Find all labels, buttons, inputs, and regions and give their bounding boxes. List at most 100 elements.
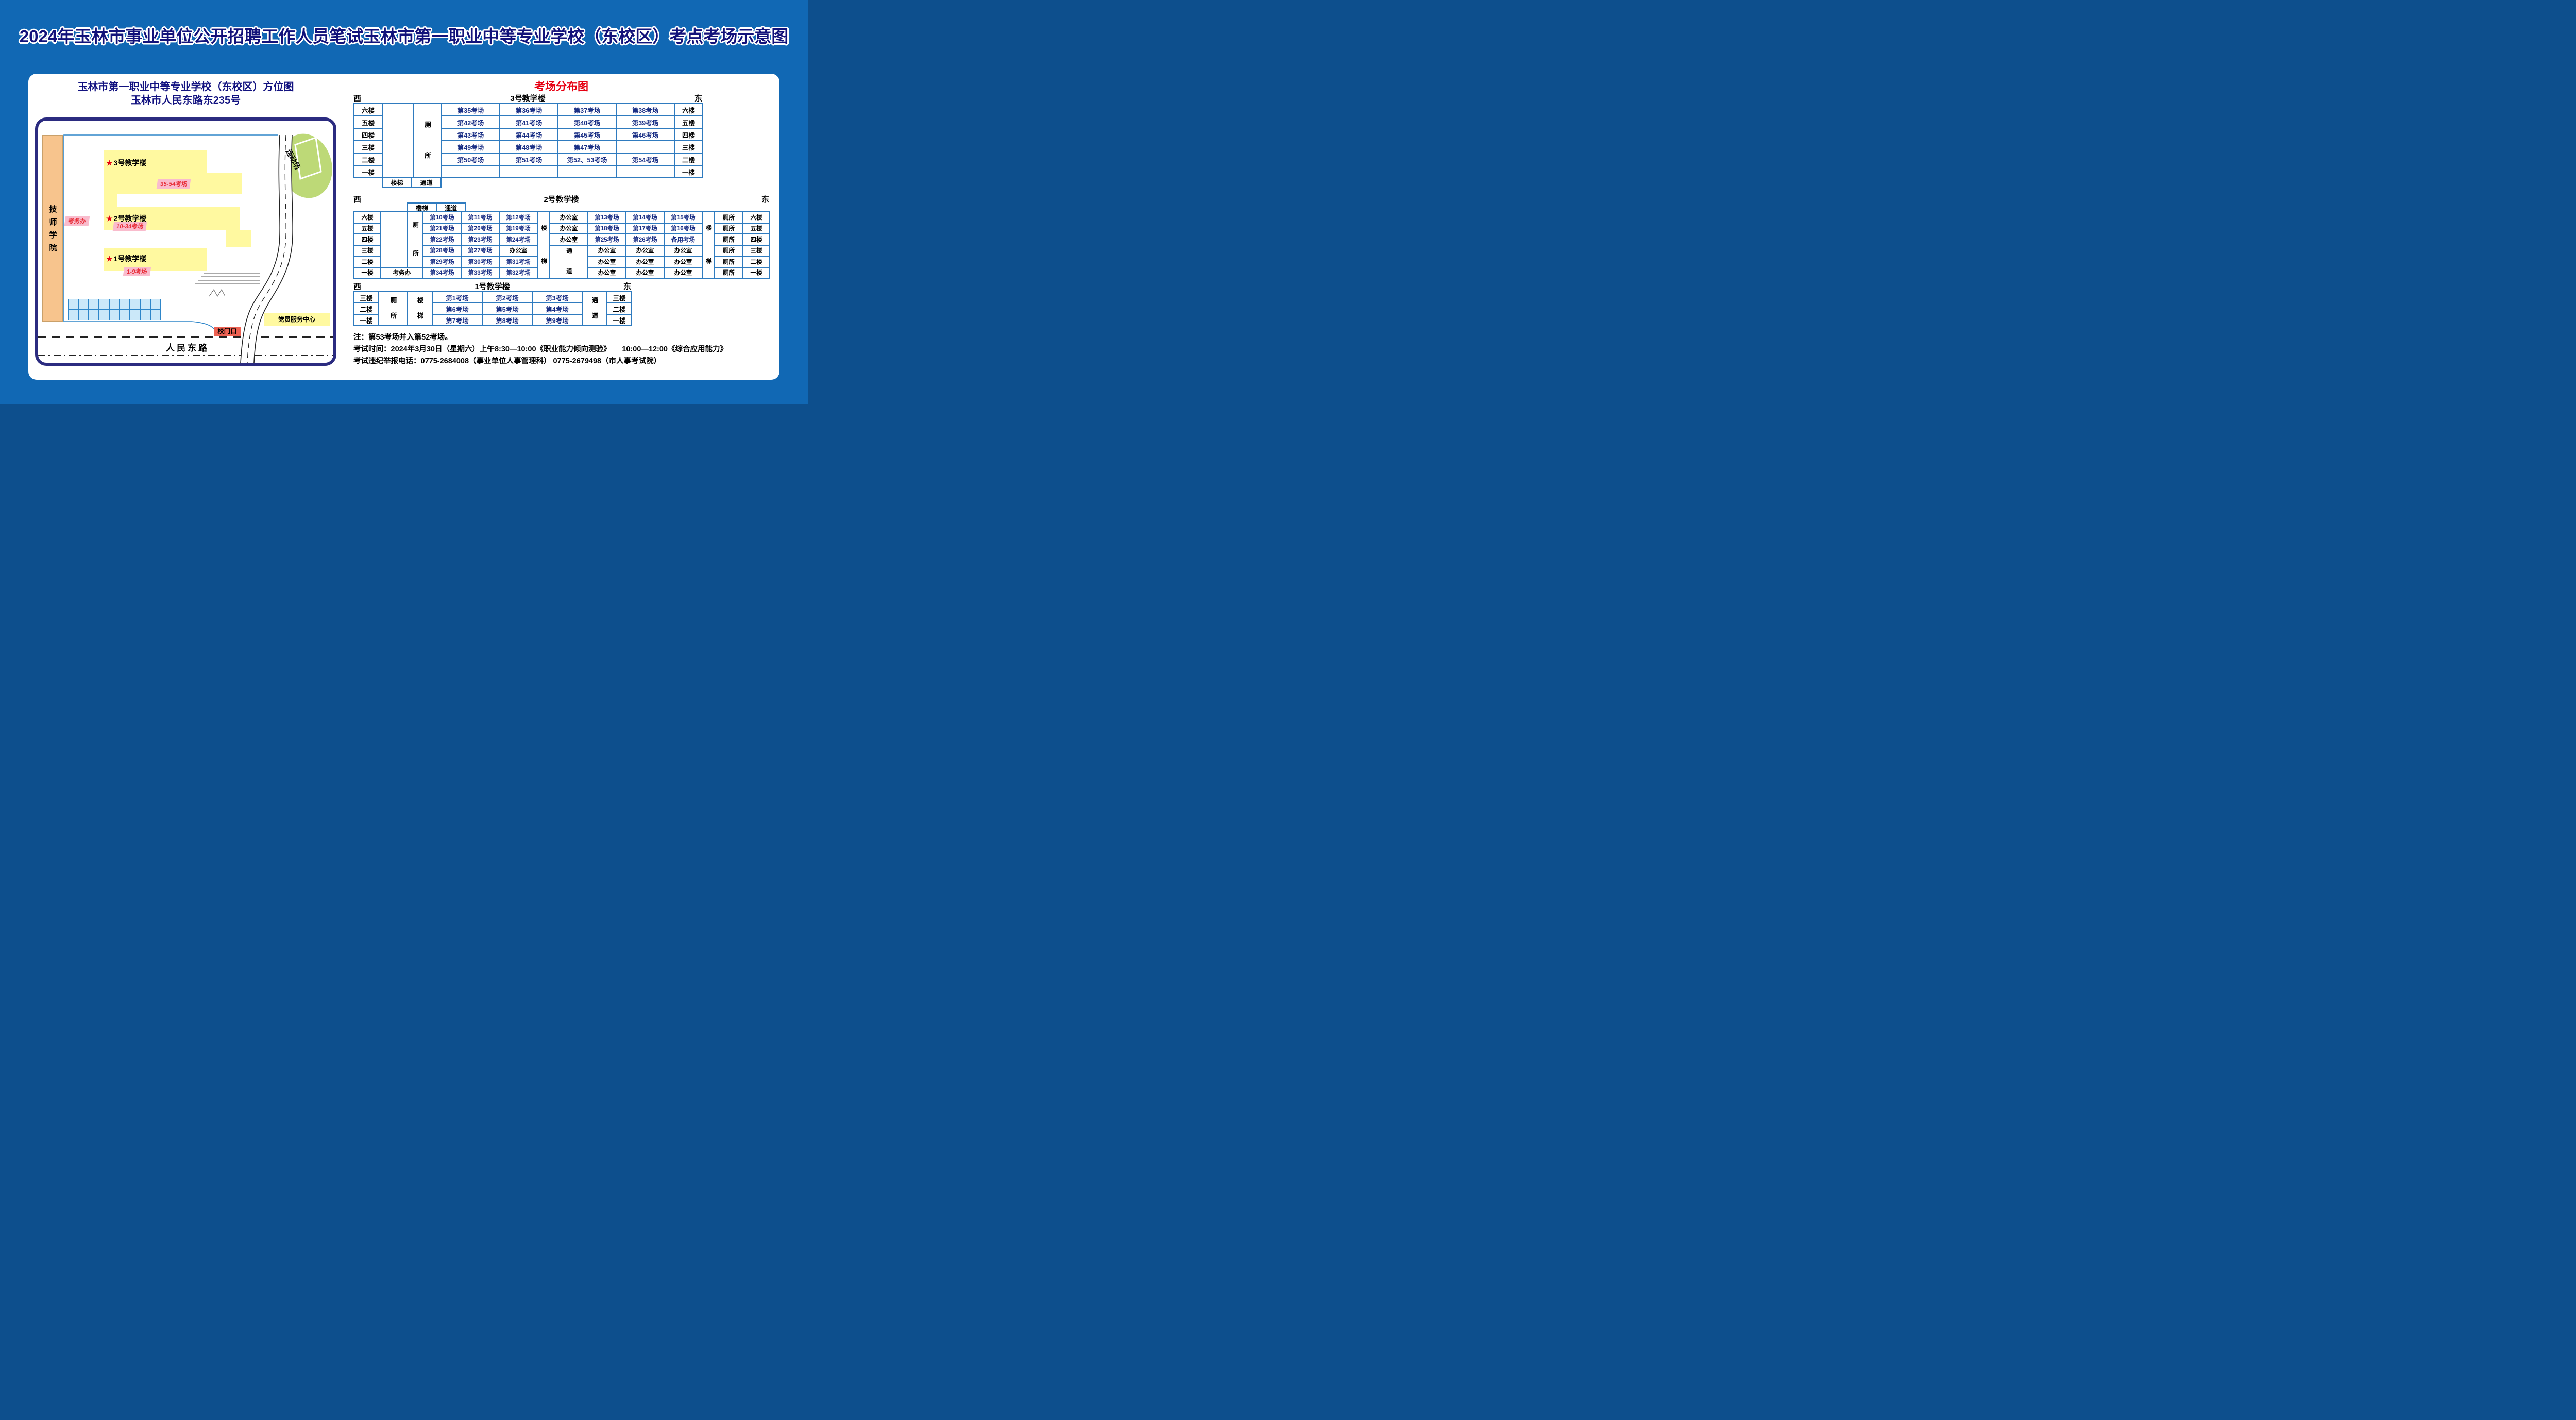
party-service-center-label: 党员服务中心	[264, 313, 330, 326]
road-name-label: 人民东路	[166, 343, 209, 353]
poster: 2024年玉林市事业单位公开招聘工作人员笔试玉林市第一职业中等专业学校（东校区）…	[0, 0, 808, 404]
exam-room-cell: 第20考场	[461, 222, 500, 234]
floor-cell: 三楼	[353, 291, 379, 303]
exam-room-cell: 第11考场	[461, 211, 500, 224]
building3-header: 西 3号教学楼 东	[353, 93, 702, 104]
west-label: 西	[353, 282, 362, 291]
floor-cell: 三楼	[674, 140, 703, 154]
stairs-cell: 楼梯	[702, 211, 715, 279]
map-heading-line1: 玉林市第一职业中等专业学校（东校区）方位图	[77, 81, 294, 93]
building-connector-block	[104, 173, 117, 207]
exam-room-cell: 第19考场	[499, 222, 538, 234]
exam-room-cell: 第51考场	[499, 153, 558, 166]
building3-stairs-row: 楼梯 通道	[382, 177, 442, 188]
exam-room-cell: 第3考场	[532, 291, 583, 303]
stairs-cell: 楼梯	[407, 291, 433, 326]
exam-room-cell: 第31考场	[499, 256, 538, 268]
exam-room-cell: 第18考场	[587, 222, 626, 234]
map-heading: 玉林市第一职业中等专业学校（东校区）方位图 玉林市人民东路东235号	[35, 80, 336, 107]
passage-cell: 通道	[411, 177, 442, 188]
exam-room-cell: 第23考场	[461, 233, 500, 246]
empty-cell	[441, 165, 500, 178]
exam-room-cell: 第26考场	[625, 233, 665, 246]
exam-room-cell: 第52、53考场	[557, 153, 617, 166]
note-merge: 注：第53考场并入第52考场。	[353, 333, 452, 342]
exam-office-cell: 考务办	[380, 266, 423, 279]
road-dashdot-line	[38, 355, 333, 356]
toilet-label: 厕所	[412, 221, 418, 267]
exam-room-cell: 第21考场	[422, 222, 462, 234]
floor-cell: 六楼	[674, 103, 703, 116]
tech-college-block: 技师学院	[42, 135, 63, 322]
floor-cell: 六楼	[353, 103, 383, 116]
exam-room-cell: 第30考场	[461, 256, 500, 268]
exam-office-map-label: 考务办	[64, 216, 90, 226]
passage-cell: 通道	[582, 291, 607, 326]
exam-room-cell: 第15考场	[664, 211, 703, 224]
exam-room-cell: 第38考场	[616, 103, 675, 116]
floor-cell: 五楼	[353, 115, 383, 129]
rooms-10-34-label: 10-34考场	[112, 222, 147, 231]
exam-room-cell: 第5考场	[482, 302, 533, 315]
floor-cell: 二楼	[606, 302, 632, 315]
east-label: 东	[694, 94, 702, 103]
exam-room-cell: 第6考场	[432, 302, 483, 315]
office-cell: 办公室	[587, 266, 626, 279]
exam-room-cell: 第42考场	[441, 115, 500, 129]
floor-cell: 三楼	[353, 140, 383, 154]
exam-room-cell: 第1考场	[432, 291, 483, 303]
parking-grid	[68, 299, 161, 320]
building2-header: 西 2号教学楼 东	[353, 194, 769, 205]
exam-room-cell: 第44考场	[499, 128, 558, 141]
blank-cell	[382, 103, 414, 178]
floor-cell: 二楼	[353, 153, 383, 166]
floor-cell: 五楼	[353, 222, 381, 234]
floor-cell: 五楼	[674, 115, 703, 129]
toilet-cell: 厕所	[407, 211, 423, 268]
stairs-label: 楼梯	[705, 225, 711, 278]
passage-label: 通道	[566, 247, 572, 278]
office-cell: 办公室	[549, 233, 588, 246]
exam-room-cell: 第8考场	[482, 314, 533, 326]
exam-room-cell: 第46考场	[616, 128, 675, 141]
exam-room-cell: 第43考场	[441, 128, 500, 141]
exam-room-cell: 第22考场	[422, 233, 462, 246]
passage-label: 通道	[590, 297, 598, 326]
toilet-cell: 厕所	[714, 256, 743, 268]
building3-label: ★3号教学楼	[106, 158, 146, 168]
floor-cell: 二楼	[742, 256, 770, 268]
reserve-room-cell: 备用考场	[664, 233, 703, 246]
building1-table: 三楼 厕所 楼梯 第1考场 第2考场 第3考场 通道 三楼 二楼 第6考场 第5…	[353, 291, 632, 326]
stairs-label: 楼梯	[540, 225, 547, 278]
page-title: 2024年玉林市事业单位公开招聘工作人员笔试玉林市第一职业中等专业学校（东校区）…	[19, 27, 789, 46]
exam-room-cell: 第24考场	[499, 233, 538, 246]
sports-field-shape	[280, 133, 332, 198]
exam-room-cell: 第14考场	[625, 211, 665, 224]
exam-room-cell: 第4考场	[532, 302, 583, 315]
blank-cell	[380, 211, 408, 268]
exam-room-cell: 第47考场	[557, 140, 617, 154]
exam-room-cell: 第13考场	[587, 211, 626, 224]
floor-cell: 三楼	[606, 291, 632, 303]
floor-cell: 三楼	[353, 244, 381, 257]
exam-room-cell: 第50考场	[441, 153, 500, 166]
office-cell: 办公室	[664, 266, 703, 279]
floor-cell: 三楼	[742, 244, 770, 257]
floor-cell: 四楼	[674, 128, 703, 141]
exam-room-cell: 第41考场	[499, 115, 558, 129]
building2-table: 六楼 厕所 第10考场 第11考场 第12考场 楼梯 办公室 第13考场 第14…	[353, 211, 770, 279]
exam-room-cell: 第54考场	[616, 153, 675, 166]
east-label: 东	[623, 282, 631, 291]
campus-boundary	[63, 134, 278, 329]
building2-label-text: 2号教学楼	[113, 214, 147, 223]
map-detail-lines	[195, 273, 260, 297]
toilet-cell: 厕所	[714, 233, 743, 246]
stairs-cell: 楼梯	[407, 202, 437, 213]
exam-room-cell: 第9考场	[532, 314, 583, 326]
floor-cell: 一楼	[353, 266, 381, 279]
office-cell: 办公室	[625, 244, 665, 257]
exam-room-cell: 第32考场	[499, 266, 538, 279]
exam-room-cell: 第45考场	[557, 128, 617, 141]
floor-cell: 五楼	[742, 222, 770, 234]
floor-cell: 二楼	[353, 256, 381, 268]
